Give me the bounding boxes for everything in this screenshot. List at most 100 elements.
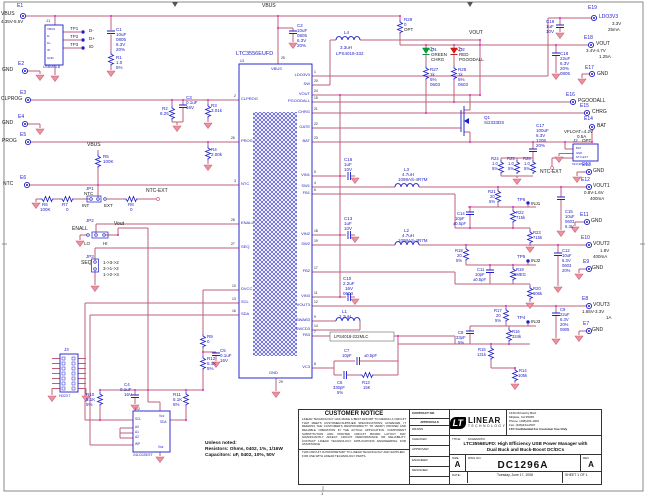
schematic-label: E1 <box>17 3 24 9</box>
schematic-label: 3.01k <box>211 108 223 113</box>
schematic-label: C8 <box>458 330 464 335</box>
schematic-label: R9 <box>207 334 213 339</box>
schematic-label: VIN2 <box>301 231 310 236</box>
customer-notice-footer: THIS CIRCUIT IS PROPRIETARY TO LINEAR TE… <box>299 449 409 460</box>
schematic-label: 5% <box>489 199 496 204</box>
schematic-label: OPT <box>582 138 592 143</box>
schematic-label: 2 <box>234 94 236 98</box>
schematic-label: J2 <box>573 138 578 143</box>
schematic-label: C15 <box>565 209 573 214</box>
schematic-label: SF3-3P-255A <box>572 162 591 166</box>
header-j3-pins <box>61 356 76 391</box>
ic-ltc3556-hatch <box>253 112 297 356</box>
schematic-label: SDA <box>241 311 250 316</box>
schematic-label: VBUS <box>47 27 56 31</box>
schematic-label: R15 <box>478 347 486 352</box>
schematic-label: 0603 <box>562 263 572 268</box>
schematic-label: VBUS <box>1 11 15 17</box>
schematic-label: 1.8V <box>600 248 610 253</box>
rev-label: REV <box>583 456 590 460</box>
schematic-label: J1 <box>46 18 51 23</box>
schematic-label: 27 <box>231 242 235 246</box>
schematic-label: C17 <box>536 123 545 128</box>
schematic-label: GND <box>592 265 604 271</box>
schematic-label: RED <box>459 52 469 57</box>
schematic-label: 10pF <box>455 216 465 221</box>
schematic-label: SW2 <box>301 241 310 246</box>
schematic-label: 5.1K <box>173 397 183 402</box>
approvals-row: DESIGNER <box>410 467 449 477</box>
schematic-label: 1A <box>606 315 612 320</box>
schematic-label: 2.00k <box>211 152 223 157</box>
schematic-label: 1uF <box>344 162 352 167</box>
schematic-label: C4 <box>124 382 130 387</box>
schematic-label: L1 <box>342 309 348 314</box>
schematic-label: 1->2->3 <box>103 272 119 277</box>
schematic-label: GATE <box>299 124 310 129</box>
schematic-label: C9 <box>560 307 566 312</box>
schematic-label: 23 <box>314 136 318 140</box>
schematic-label: D2 <box>459 47 465 52</box>
schematic-label: 6.3V <box>536 133 546 138</box>
schematic-label: ENALL <box>241 220 254 225</box>
schematic-label: VC3 <box>302 364 310 369</box>
schematic-label: E6 <box>20 175 27 181</box>
schematic-label: 18 <box>314 229 318 233</box>
schematic-label: 0.1uF <box>186 100 198 105</box>
schematic-label: R27 <box>430 67 439 72</box>
zone-mark: 1 <box>321 491 324 496</box>
schematic-label: CHRG <box>592 109 607 115</box>
schematic-label: 10V <box>344 167 353 172</box>
schematic-label: L2 <box>404 228 410 233</box>
schematic-label: JP1 <box>86 186 94 191</box>
schematic-label: 400mA <box>590 196 605 201</box>
schematic-label: USBMIN-B <box>43 65 61 69</box>
date-label: DATE: <box>450 472 468 483</box>
sheet-info: SHEET 1 OF 1 <box>565 473 588 477</box>
schematic-label: VOUT1 <box>593 183 610 189</box>
schematic-label: 10 <box>232 284 236 288</box>
schematic-label: GND <box>2 120 14 126</box>
schematic-label: C14 <box>457 211 465 216</box>
schematic-label: Vout <box>114 221 125 227</box>
customer-notice-title: CUSTOMER NOTICE <box>324 411 384 417</box>
schematic-label: 3.4V-4.7V <box>586 48 606 53</box>
schematic-label: BAT <box>302 138 310 143</box>
schematic-label: L3 <box>404 167 410 172</box>
schematic-label: 1098AS-4R7M <box>398 177 428 182</box>
schematic-label: Si2333DS <box>484 120 505 125</box>
schematic-label: INJ3 <box>531 319 541 324</box>
schematic-label: VOUT3 <box>296 302 310 307</box>
schematic-label: 16V <box>124 392 133 397</box>
schematic-label: INJ2 <box>531 258 541 263</box>
schematic-label: 0805 <box>560 327 570 332</box>
schematic-label: R25 <box>507 156 515 161</box>
schematic-label: D+ <box>47 41 51 45</box>
schematic-label: 5% <box>173 402 180 407</box>
confidential-note: LTC Confidential For Customer Use Only <box>509 427 568 432</box>
schematic-label: E10 <box>581 235 590 241</box>
date-value: Tuesday, June 17, 2008 <box>468 472 563 483</box>
brand-linear: LINEAR <box>468 415 501 425</box>
schematic-label: INJ1 <box>531 201 541 206</box>
schematic-label: CLPROG <box>241 96 258 101</box>
schematic-label: NTC-EXT <box>576 155 589 159</box>
schematic-label: 19 <box>314 239 318 243</box>
schematic-label: 715k <box>516 215 526 220</box>
rev-value: A <box>588 460 594 469</box>
schematic-label: 1uF <box>344 221 352 226</box>
schematic-label: ID <box>89 44 94 49</box>
schematic-label: 1.0 <box>116 60 123 65</box>
schematic-label: C11 <box>477 267 485 272</box>
schematic-label: VBUS <box>87 142 101 148</box>
schematic-label: PROG <box>241 138 253 143</box>
schematic-label: NTC-EXT <box>146 188 168 194</box>
schematic-label: 1uF <box>546 24 554 29</box>
approvals-row: APPROVED <box>410 446 449 457</box>
schematic-label: 0805 <box>116 37 127 42</box>
schematic-label: GND <box>597 71 609 77</box>
schematic-label: R8 <box>128 202 134 207</box>
approvals-row: DRAWN <box>410 426 449 437</box>
schematic-label: E12 <box>581 177 590 183</box>
